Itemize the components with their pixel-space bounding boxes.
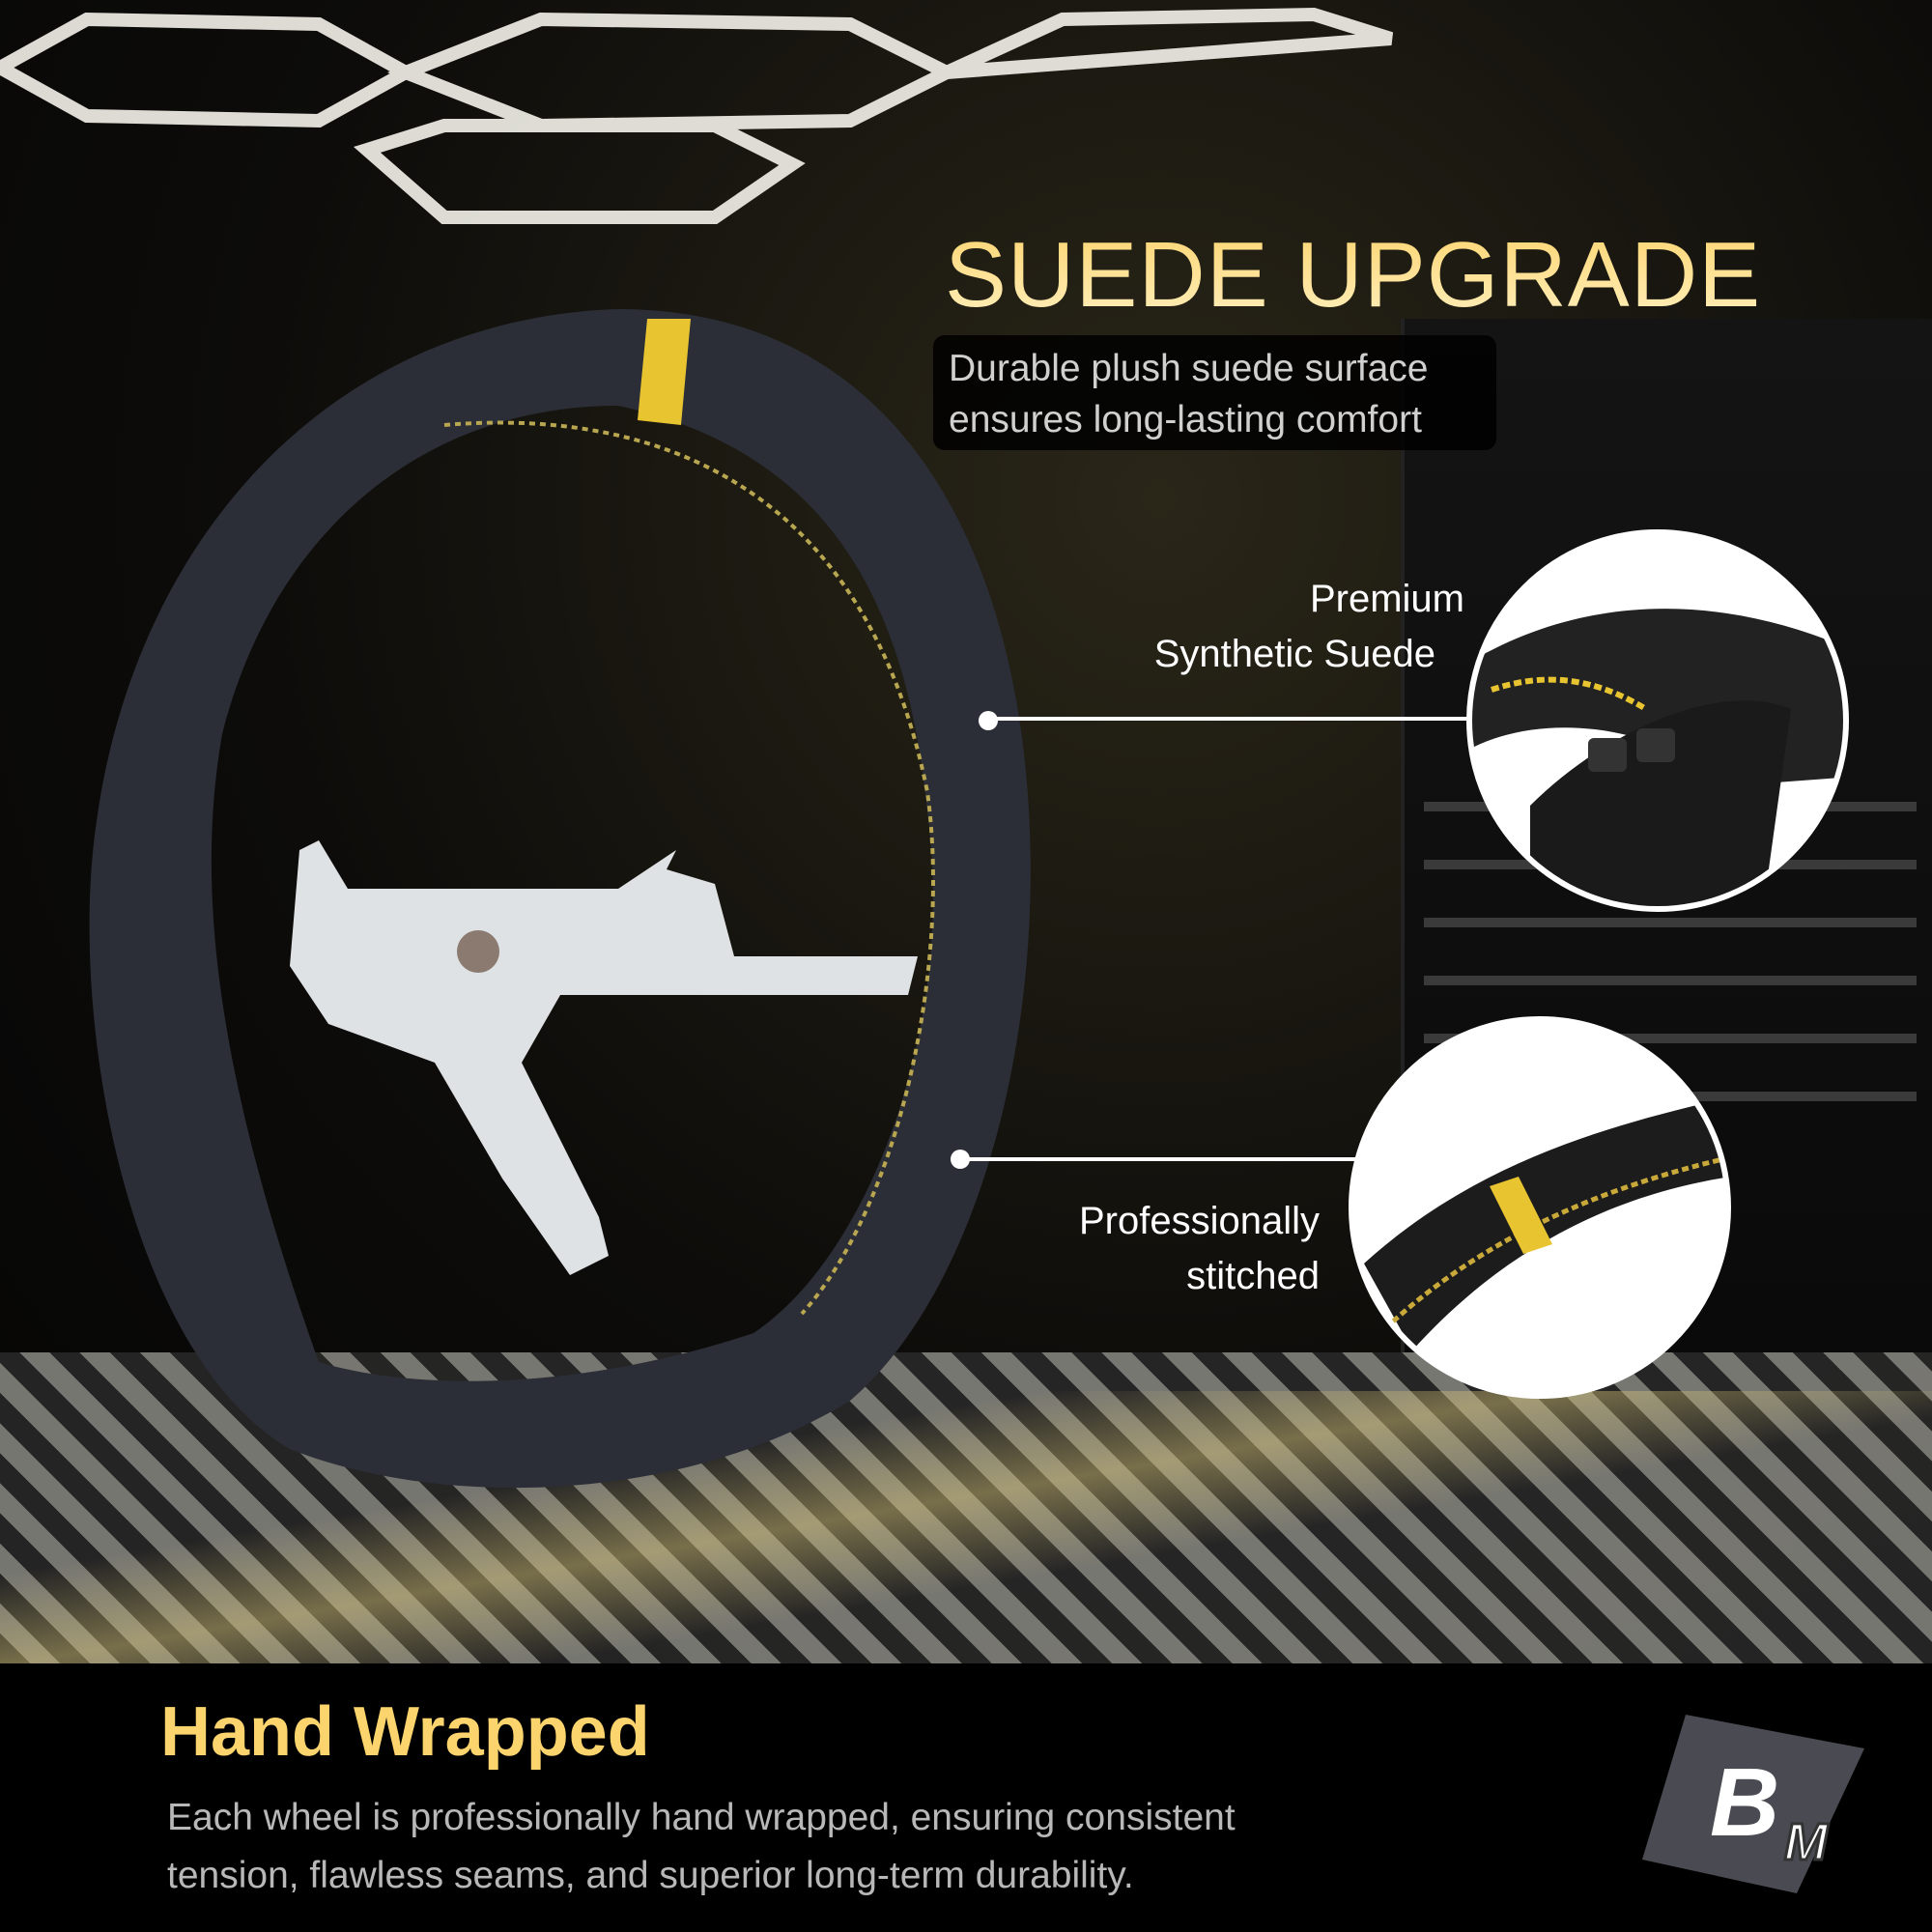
headline-description: Durable plush suede surface ensures long… bbox=[933, 335, 1496, 450]
description-line: Durable plush suede surface bbox=[949, 348, 1429, 389]
footer-title: Hand Wrapped bbox=[160, 1693, 650, 1771]
wheel-spoke-frame bbox=[290, 840, 918, 1275]
detail-circle-stitching bbox=[1349, 1016, 1731, 1399]
callout-line: Synthetic Suede bbox=[1153, 633, 1435, 675]
svg-text:B: B bbox=[1710, 1748, 1779, 1857]
svg-text:M: M bbox=[1784, 1813, 1829, 1871]
brand-logo: B M bbox=[1642, 1715, 1864, 1893]
callout-line-connector bbox=[988, 717, 1471, 721]
headline: SUEDE UPGRADE bbox=[945, 223, 1762, 327]
callout-line: Professionally bbox=[1078, 1200, 1320, 1242]
callout-line-connector bbox=[960, 1157, 1356, 1161]
callout-line: Premium bbox=[1309, 578, 1464, 620]
footer-band bbox=[0, 1663, 1932, 1932]
hex-ceiling-lights bbox=[0, 7, 1394, 224]
callout-dot bbox=[979, 711, 998, 730]
detail-circle-suede bbox=[1466, 529, 1849, 912]
center-stripe bbox=[638, 319, 691, 425]
scene-graphics bbox=[0, 7, 1394, 1489]
footer-body-line: tension, flawless seams, and superior lo… bbox=[167, 1855, 1134, 1896]
steering-wheel bbox=[89, 309, 1031, 1489]
footer-body-line: Each wheel is professionally hand wrappe… bbox=[167, 1797, 1236, 1838]
callout-stitched: Professionally stitched bbox=[966, 1194, 1320, 1304]
description-line: ensures long-lasting comfort bbox=[949, 399, 1422, 440]
callout-line: stitched bbox=[1186, 1255, 1320, 1297]
callout-premium-suede: Premium Synthetic Suede bbox=[1063, 572, 1464, 682]
footer-body: Each wheel is professionally hand wrappe… bbox=[167, 1789, 1236, 1905]
